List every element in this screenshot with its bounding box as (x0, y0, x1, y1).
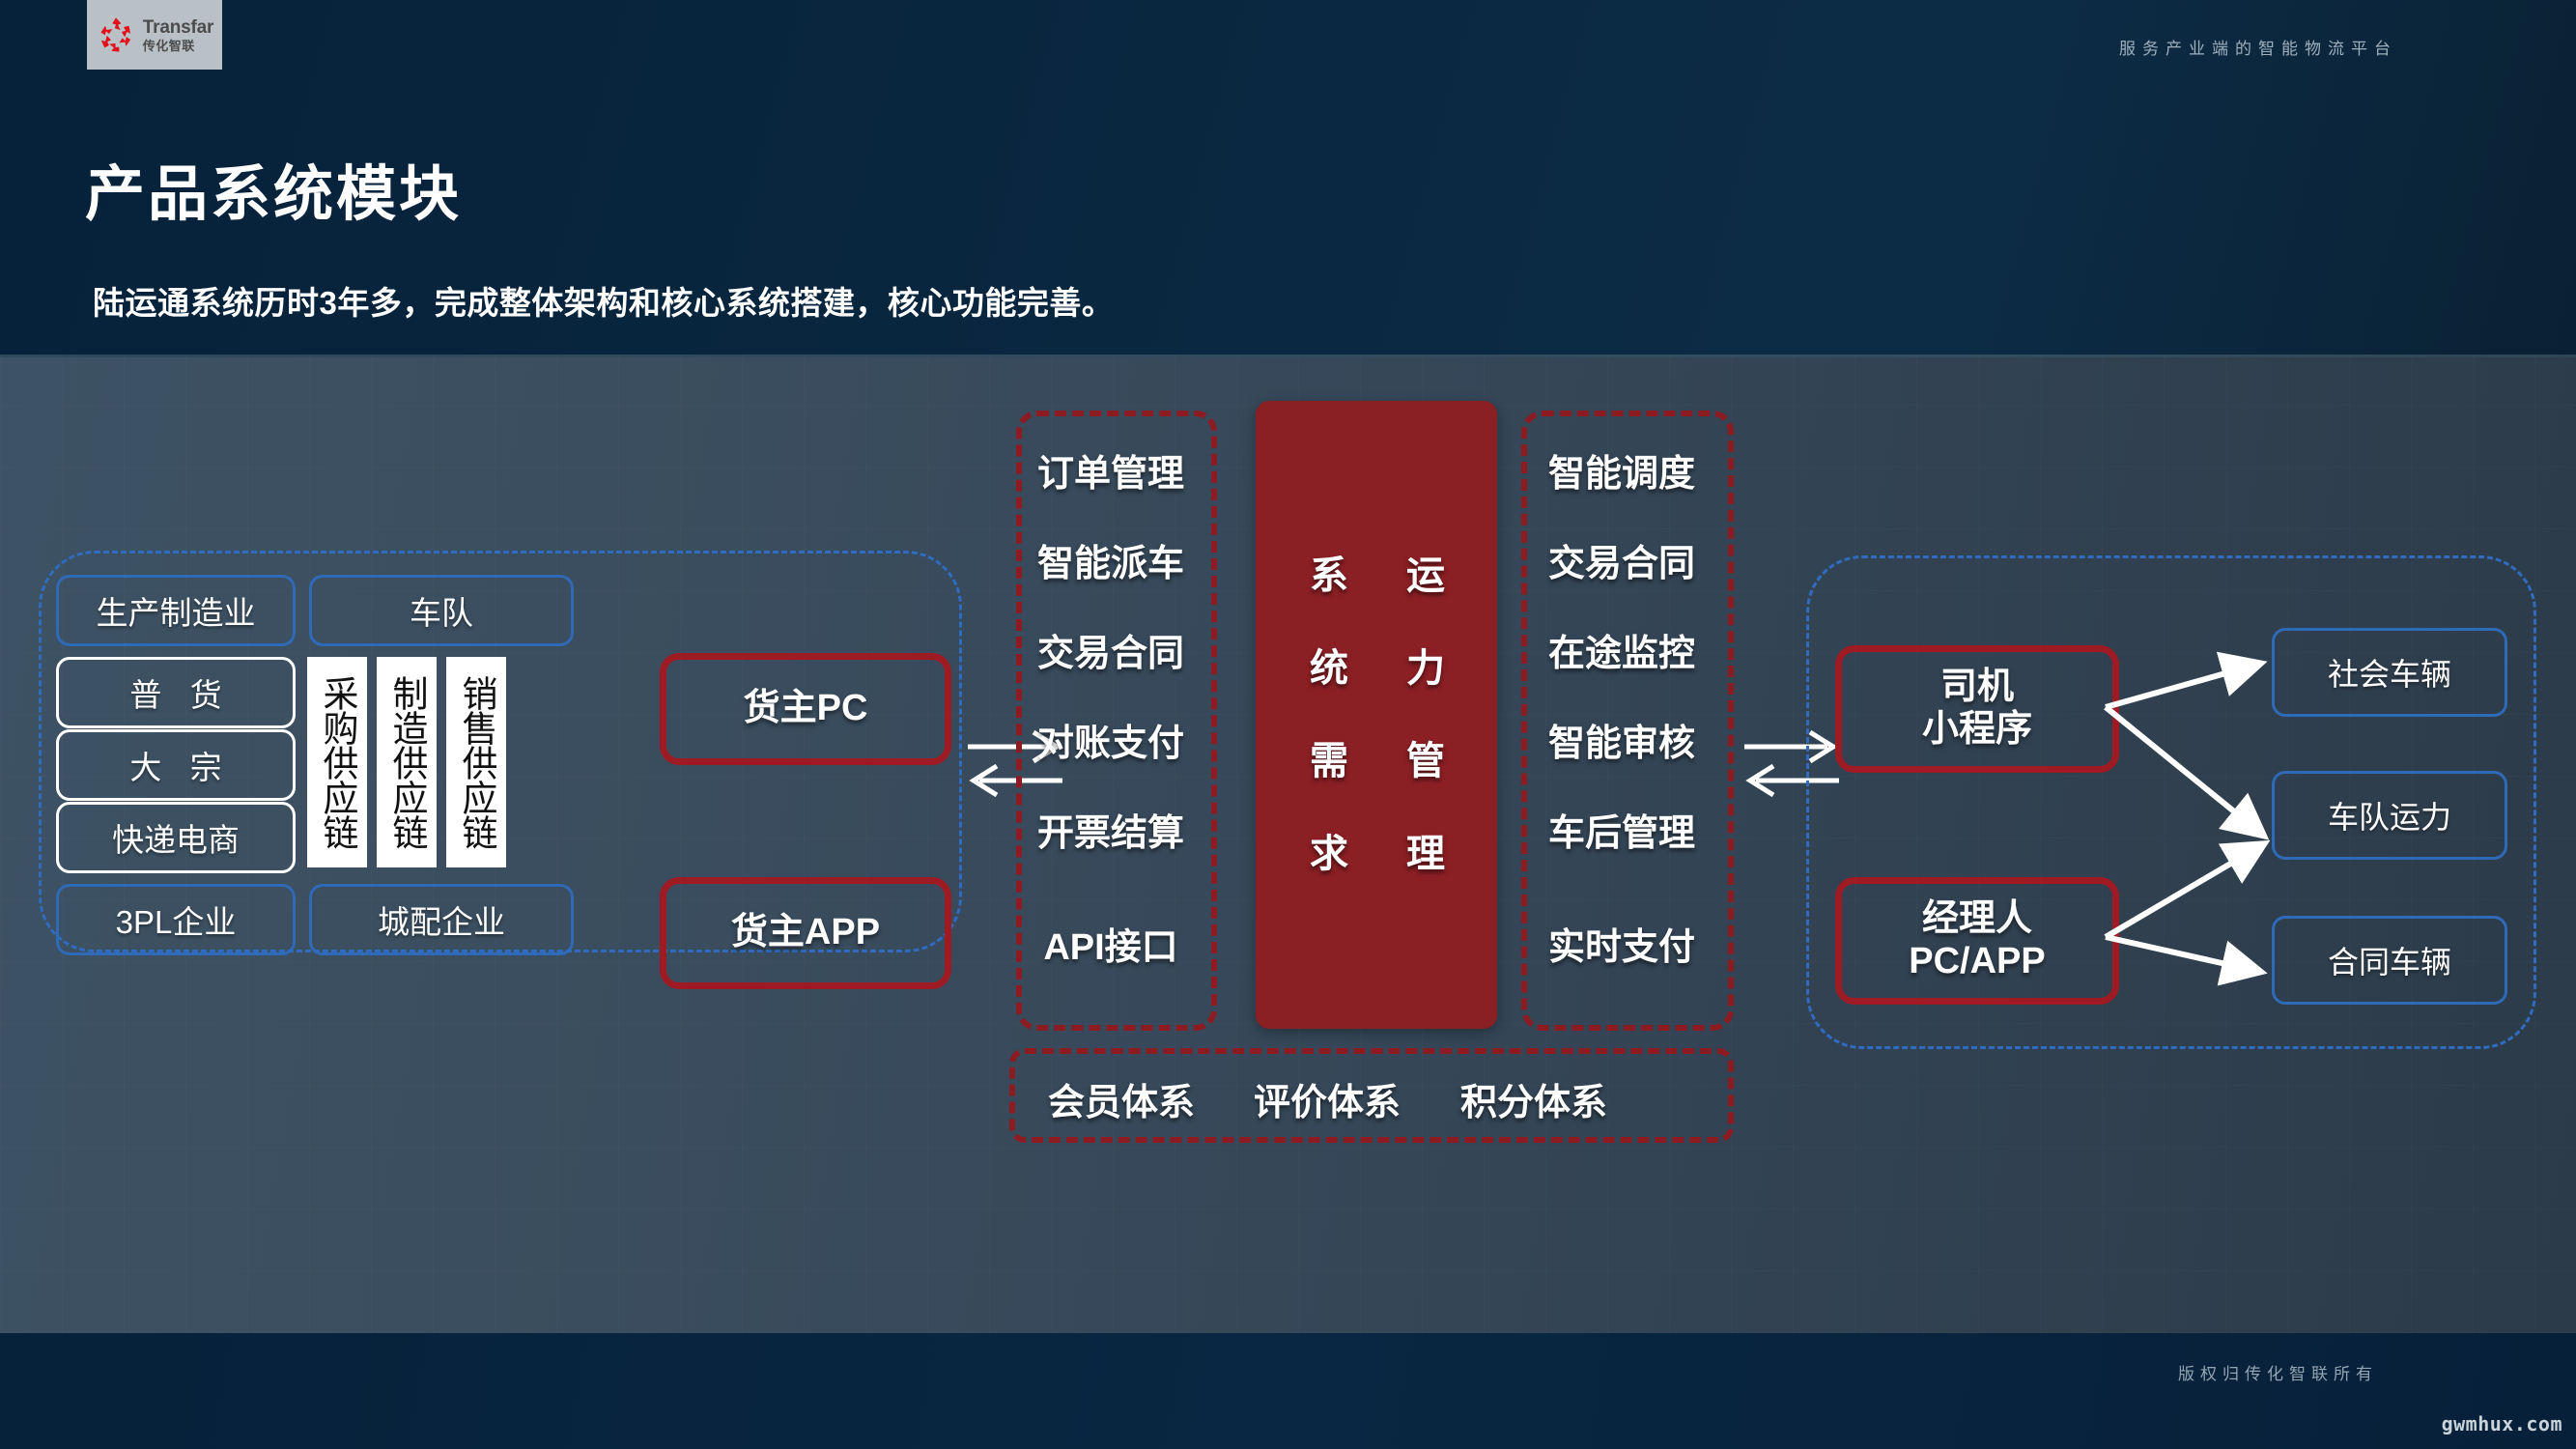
footer-copyright: 版权归传化智联所有 (2178, 1365, 2378, 1383)
function-reconciliation-payment[interactable]: 对账支付 (1036, 723, 1184, 764)
core-char-sys-3: 需 (1310, 740, 1348, 782)
system-membership[interactable]: 会员体系 (1048, 1083, 1196, 1123)
core-char-sys-4: 求 (1310, 833, 1348, 875)
function-intelligent-audit[interactable]: 智能审核 (1547, 723, 1695, 764)
capacity-box-social-vehicles[interactable]: 社会车辆 (2272, 628, 2507, 717)
left-box-fleet[interactable]: 车队 (309, 575, 574, 646)
left-box-city-distribution[interactable]: 城配企业 (309, 884, 574, 955)
capacity-box-contract-vehicles[interactable]: 合同车辆 (2272, 916, 2507, 1005)
system-evaluation[interactable]: 评价体系 (1254, 1083, 1401, 1123)
page-title: 产品系统模块 (85, 161, 463, 228)
slide-footer (0, 1333, 2576, 1449)
left-box-express-ecommerce[interactable]: 快递电商 (56, 802, 296, 873)
carrier-capacity-connector-arrows (2104, 651, 2271, 986)
system-points[interactable]: 积分体系 (1460, 1083, 1608, 1123)
function-trade-contract-left[interactable]: 交易合同 (1036, 633, 1184, 674)
left-function-column-container (1016, 411, 1217, 1031)
arrow-center-right (1739, 720, 1845, 811)
function-intelligent-scheduling[interactable]: 智能调度 (1547, 453, 1695, 495)
core-char-sys-2: 统 (1310, 647, 1348, 690)
core-column-system-requirement: 系 统 需 求 (1300, 401, 1358, 1029)
watermark-text: gwmhux.com (2441, 1412, 2562, 1435)
function-smart-dispatch[interactable]: 智能派车 (1036, 543, 1184, 584)
diagram-canvas: 生产制造业 车队 普 货 大 宗 快递电商 采购供应链 制造供应链 销售供应链 … (0, 357, 2576, 1333)
logo-text: Transfar 传化智联 (142, 16, 214, 53)
core-char-cap-2: 力 (1406, 647, 1445, 690)
driver-label-line2: 小程序 (1921, 709, 2032, 750)
function-after-vehicle-management[interactable]: 车后管理 (1547, 812, 1695, 854)
shipper-app-box[interactable]: 货主APP (660, 877, 951, 989)
function-api-interface[interactable]: API接口 (1043, 926, 1178, 968)
bottom-systems-container (1009, 1048, 1734, 1143)
page-subtitle: 陆运通系统历时3年多，完成整体架构和核心系统搭建，核心功能完善。 (93, 285, 1115, 321)
core-char-cap-1: 运 (1406, 554, 1445, 597)
function-order-management[interactable]: 订单管理 (1036, 453, 1184, 495)
function-in-transit-monitoring[interactable]: 在途监控 (1547, 633, 1695, 674)
supply-chain-sales[interactable]: 销售供应链 (446, 657, 506, 867)
supply-chain-procurement[interactable]: 采购供应链 (307, 657, 367, 867)
broker-label-line1: 经理人 (1921, 898, 2032, 940)
function-realtime-payment[interactable]: 实时支付 (1547, 926, 1695, 968)
left-box-manufacturing[interactable]: 生产制造业 (56, 575, 296, 646)
left-box-3pl[interactable]: 3PL企业 (56, 884, 296, 955)
left-customer-container (39, 551, 962, 952)
left-box-general-cargo[interactable]: 普 货 (56, 657, 296, 728)
transfar-logo: Transfar 传化智联 (87, 0, 222, 70)
driver-label-line1: 司机 (1939, 667, 2014, 708)
function-trade-contract-right[interactable]: 交易合同 (1547, 543, 1695, 584)
core-char-cap-3: 管 (1406, 740, 1445, 782)
left-box-bulk-cargo[interactable]: 大 宗 (56, 729, 296, 801)
function-invoice-settlement[interactable]: 开票结算 (1036, 812, 1184, 854)
supply-chain-manufacturing[interactable]: 制造供应链 (377, 657, 437, 867)
right-carrier-container (1806, 555, 2536, 1049)
right-function-column-container (1521, 411, 1734, 1031)
header-tagline: 服务产业端的智能物流平台 (2119, 40, 2397, 58)
slide-header: Transfar 传化智联 服务产业端的智能物流平台 产品系统模块 陆运通系统历… (0, 0, 2576, 357)
capacity-box-fleet-capacity[interactable]: 车队运力 (2272, 771, 2507, 860)
broker-pc-app-box[interactable]: 经理人 PC/APP (1835, 877, 2119, 1005)
transfar-pinwheel-logo-icon (96, 14, 136, 55)
shipper-pc-box[interactable]: 货主PC (660, 653, 951, 765)
logo-cn-text: 传化智联 (142, 38, 195, 53)
logo-en-text: Transfar (142, 16, 214, 38)
driver-miniprogram-box[interactable]: 司机 小程序 (1835, 645, 2119, 773)
core-system-panel: 系 统 需 求 运 力 管 理 (1256, 401, 1497, 1029)
core-char-cap-4: 理 (1406, 833, 1445, 875)
broker-label-line2: PC/APP (1909, 941, 2046, 981)
core-char-sys-1: 系 (1310, 554, 1348, 597)
core-column-capacity-management: 运 力 管 理 (1397, 401, 1455, 1029)
